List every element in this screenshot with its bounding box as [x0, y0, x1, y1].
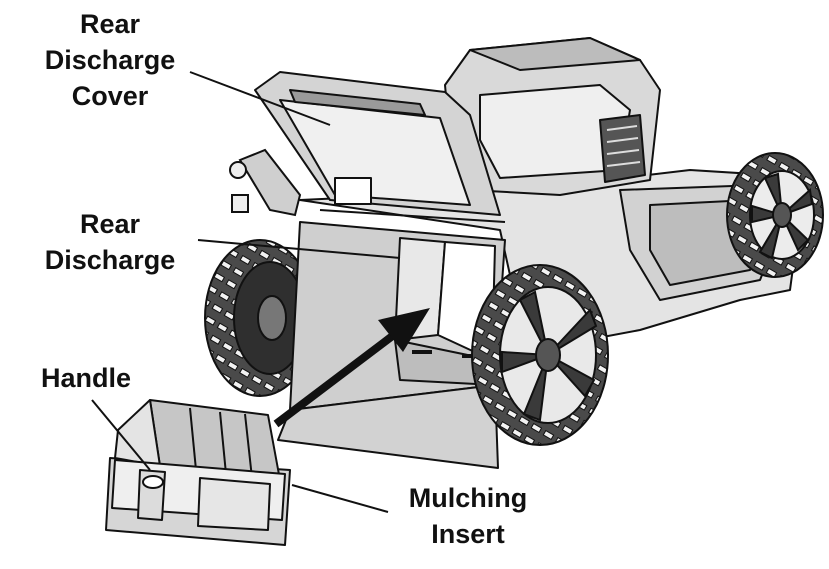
label-line: Handle [40, 363, 132, 393]
right-rear-wheel [471, 264, 609, 446]
label-line: Discharge [44, 45, 176, 75]
label-line: Cover [71, 81, 149, 111]
battery-compartment [444, 37, 661, 196]
label-line: Discharge [44, 245, 176, 275]
insertion-arrow [273, 308, 430, 428]
leader-lines [91, 71, 401, 513]
label-line: Mulching [408, 483, 528, 513]
rear-discharge-panel [277, 221, 506, 469]
rear-discharge-cover [254, 71, 506, 223]
handle-bracket [229, 148, 302, 217]
handle-label: Handle [26, 360, 146, 396]
mulching-insert [105, 399, 291, 546]
label-line: Rear [79, 209, 141, 239]
label-line: Insert [431, 519, 505, 549]
front-wheel [726, 152, 824, 278]
rear-discharge-cover-label: Rear Discharge Cover [20, 6, 200, 114]
rear-discharge-label: Rear Discharge [20, 206, 200, 278]
label-line: Rear [79, 9, 141, 39]
mulching-insert-label: Mulching Insert [388, 480, 548, 552]
